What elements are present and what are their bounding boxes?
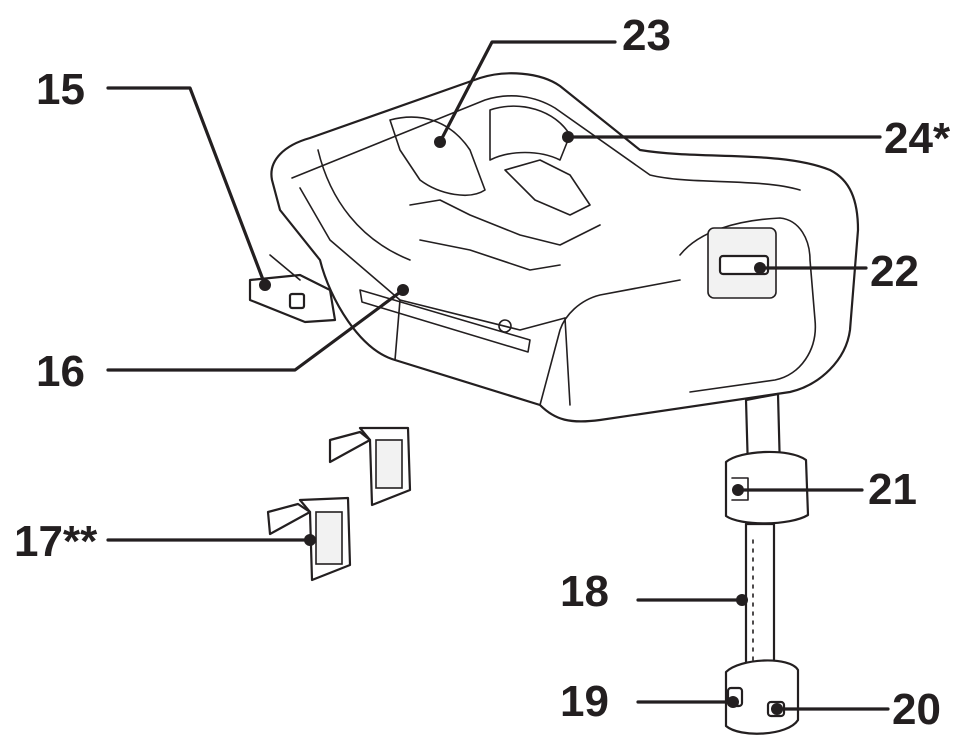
label-22: 22 bbox=[870, 247, 919, 296]
label-16: 16 bbox=[36, 347, 85, 396]
label-21: 21 bbox=[868, 465, 917, 514]
support-leg-illustration bbox=[724, 392, 810, 735]
label-23: 23 bbox=[622, 11, 671, 60]
seat-base-illustration bbox=[248, 72, 860, 423]
label-18: 18 bbox=[560, 567, 609, 616]
label-24: 24* bbox=[884, 114, 951, 163]
leader-lines bbox=[106, 40, 890, 715]
label-15: 15 bbox=[36, 65, 85, 114]
label-20: 20 bbox=[892, 685, 941, 734]
label-19: 19 bbox=[560, 677, 609, 726]
isofix-guides-illustration bbox=[266, 426, 412, 582]
label-17: 17** bbox=[14, 517, 98, 566]
